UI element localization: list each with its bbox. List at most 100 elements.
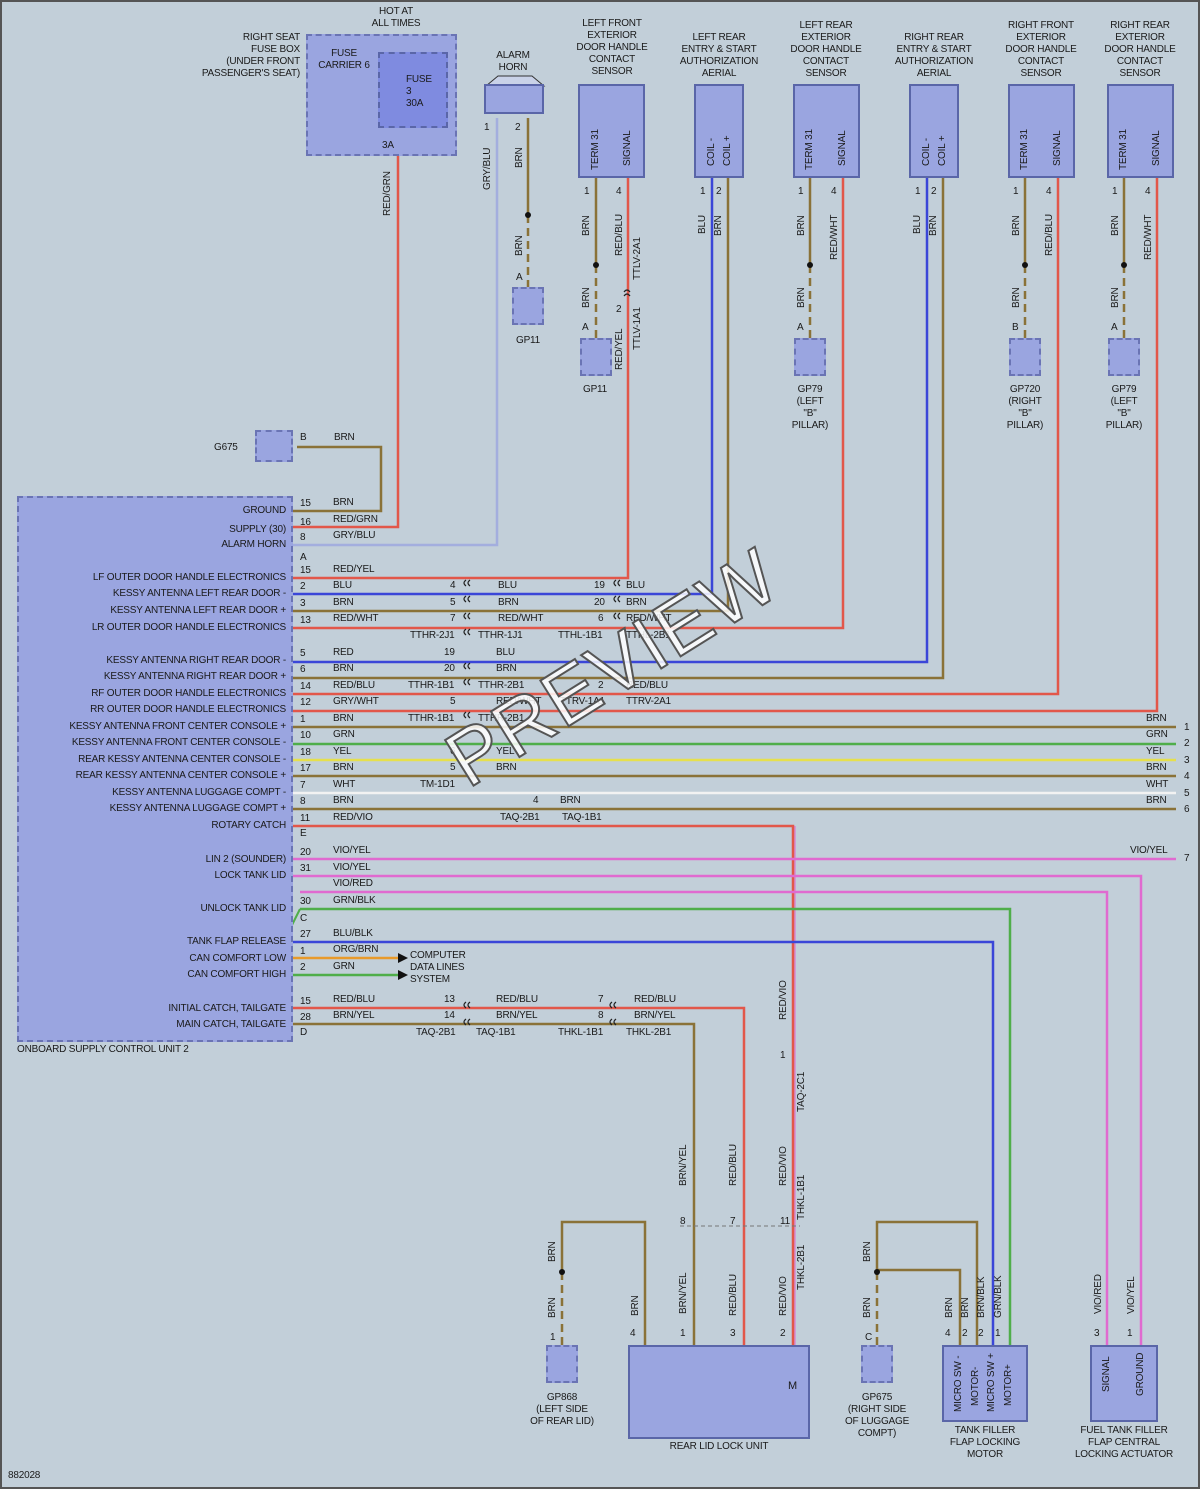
lrs-term31-label: TERM 31 [804,129,815,170]
gp11-ground-b [580,338,612,376]
wire-label: RED/BLU [728,1274,739,1316]
fuse-box-label: RIGHT SEAT FUSE BOX (UNDER FRONT PASSENG… [201,32,300,79]
wire-label: THKL-1B1 [558,1027,604,1038]
wire-label: RED/BLU [333,994,375,1005]
wire-label: BRN [796,287,807,308]
wire-label: THKL-2B1 [626,1027,672,1038]
ecu-pin-number: 27 [300,929,311,940]
pin-number: 3 [1094,1328,1100,1339]
wire-label: BRN [333,762,354,773]
ecu-pin-label: ALARM HORN [221,539,286,550]
pin-number: 4 [1145,186,1151,197]
wire-label: BRN [960,1297,971,1318]
ecu-pin-label: LOCK TANK LID [214,870,287,881]
pin-number: 4 [450,580,456,591]
rr-sensor-box [1107,84,1174,178]
lf-signal-label: SIGNAL [622,130,633,166]
ecu-pin-label: CAN COMFORT HIGH [187,969,286,980]
ecu-pin-label: INITIAL CATCH, TAILGATE [168,1003,286,1014]
pin-number: 1 [995,1328,1001,1339]
ecu-pin-number: 28 [300,1012,311,1023]
wire-label: WHT [1146,779,1169,790]
wire-label: BRN [626,597,647,608]
pin-number: 2 [931,186,937,197]
fuel-signal-label: SIGNAL [1101,1356,1112,1392]
wire-label: BRN [944,1297,955,1318]
pin-number: A [516,272,523,283]
ecu-pin-label: GROUND [242,505,286,516]
wire-label: TTRV-2A1 [626,696,671,707]
wire-label: RED/BLU [614,214,625,256]
wire-label: BRN [581,287,592,308]
wire-label: BRN [547,1241,558,1262]
right-edge-pin: 2 [1184,738,1190,749]
wire-label: TTHR-1B1 [408,713,455,724]
wire-label: THKL-1B1 [796,1174,807,1220]
ecu-pin-label: KESSY ANTENNA LEFT REAR DOOR + [110,605,286,616]
pin-number: 2 [716,186,722,197]
ecu-connector: D [300,1027,308,1038]
pin-number: 1 [798,186,804,197]
pin-number: 11 [780,1216,790,1227]
pin-number: 19 [594,580,605,591]
wire-label: BRN [1011,287,1022,308]
wire-label: ORG/BRN [333,944,379,955]
ecu-pin-number: 15 [300,565,311,576]
wire-label: BRN [1110,287,1121,308]
gp720-label: GP720 (RIGHT "B" PILLAR) [1006,384,1044,431]
ecu-pin-number: 5 [300,648,306,659]
wire-label: BLU/BLK [333,928,373,939]
pin-number: 1 [915,186,921,197]
fuse-carrier-label: FUSE CARRIER 6 [318,48,370,71]
rf-sensor-label: RIGHT FRONT EXTERIOR DOOR HANDLE CONTACT… [1005,20,1077,79]
wire-label: RED/GRN [382,171,393,216]
wire-label: GRY/BLU [333,530,376,541]
pin-number: 7 [450,613,456,624]
ecu-pin-number: 7 [300,780,306,791]
wire-label: BRN/YEL [634,1010,676,1021]
lr-aerial-box [694,84,744,178]
wire-label: VIO/RED [333,878,373,889]
pin-number: 7 [598,994,604,1005]
wire-label: BLU [498,580,517,591]
hot-at-all-times-label: HOT AT ALL TIMES [371,6,421,29]
wire-label: GRN/BLK [993,1275,1004,1318]
ecu-pin-label: KESSY ANTENNA LEFT REAR DOOR - [112,588,286,599]
wire-lr-signal [292,178,845,630]
lf-sensor-label: LEFT FRONT EXTERIOR DOOR HANDLE CONTACT … [576,18,648,77]
motor-minus-label: MOTOR- [970,1366,981,1406]
wire-label: RED/WHT [829,214,840,260]
wire-label: TTHR-2B1 [478,680,525,691]
wire-label: BRN/YEL [678,1272,689,1314]
pin-number: 7 [730,1216,736,1227]
wire-label: BRN/BLK [976,1276,987,1318]
wire-label: TAQ-2B1 [500,812,540,823]
wire-label: YEL [496,746,515,757]
ecu-pin-label: CAN COMFORT LOW [189,953,286,964]
ecu-pin-label: KESSY ANTENNA RIGHT REAR DOOR + [103,671,286,682]
wire-label: BLU [626,580,645,591]
pin-number: 4 [945,1328,951,1339]
wire-lf-signal [292,178,630,580]
ecu-pin-number: 31 [300,863,311,874]
wire-label: BRN/YEL [678,1144,689,1186]
wire-label: RED/VIO [778,1146,789,1186]
wire-label: TTHL-1B1 [558,630,603,641]
wire-label: BRN [1146,795,1167,806]
right-edge-pin: 4 [1184,771,1190,782]
micro-sw-minus-label: MICRO SW - [953,1355,964,1412]
pin-number: 5 [450,597,456,608]
wire-label: GRN [1146,729,1168,740]
wire-label: BRN [1011,215,1022,236]
ecu-pin-number: 2 [300,962,306,973]
lr-coil-minus-label: COIL - [706,138,717,166]
wire-label: RED/WHT [626,613,672,624]
wire-label: BRN [713,215,724,236]
wire-label: BRN/YEL [333,1010,375,1021]
ecu-pin-label: ROTARY CATCH [211,820,286,831]
lf-term31-label: TERM 31 [590,129,601,170]
wire-label: BRN [560,795,581,806]
gp868-label: GP868 (LEFT SIDE OF REAR LID) [530,1392,594,1427]
gp675-ground [861,1345,893,1383]
